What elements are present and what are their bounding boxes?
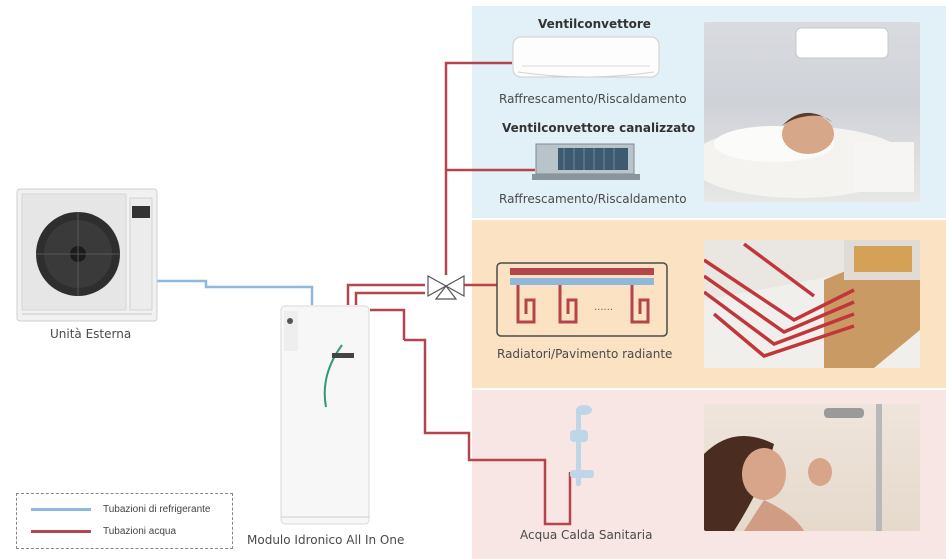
outdoor-unit-icon xyxy=(16,188,158,322)
outdoor-unit-label: Unità Esterna xyxy=(50,327,132,341)
shower-photo xyxy=(704,404,920,531)
fan-coil-subtitle: Raffrescamento/Riscaldamento xyxy=(499,92,687,106)
ducted-fan-coil-subtitle: Raffrescamento/Riscaldamento xyxy=(499,192,687,206)
hydronic-module xyxy=(280,305,370,525)
bedroom-photo xyxy=(704,22,920,202)
hydronic-module-icon xyxy=(280,305,370,525)
water-pipe-main xyxy=(354,291,425,305)
water-pipe-supply xyxy=(346,283,425,305)
svg-text:......: ...... xyxy=(594,302,613,313)
ducted-fan-coil-title: Ventilconvettore canalizzato xyxy=(502,121,696,135)
outdoor-unit xyxy=(16,188,158,322)
radiators-label: Radiatori/Pavimento radiante xyxy=(497,347,673,361)
ducted-fan-coil-unit xyxy=(530,138,642,191)
legend: Tubazioni di refrigerante Tubazioni acqu… xyxy=(16,493,233,549)
water-pipe-module-dhw xyxy=(370,308,406,340)
ducted-fan-coil-icon xyxy=(532,143,640,180)
refrigerant-swatch xyxy=(31,507,91,511)
hot-water-label: Acqua Calda Sanitaria xyxy=(520,528,653,542)
shower-icon xyxy=(562,402,602,490)
underfloor-photo xyxy=(704,240,920,368)
water-swatch xyxy=(31,529,91,533)
radiator-diagram: ...... xyxy=(496,262,668,337)
fan-coil-title: Ventilconvettore xyxy=(538,17,651,31)
legend-refrigerant: Tubazioni di refrigerante xyxy=(31,504,210,515)
refrigerant-pipe xyxy=(155,279,314,305)
wall-fan-coil-icon xyxy=(512,36,660,78)
legend-refrigerant-label: Tubazioni di refrigerante xyxy=(103,504,211,515)
water-pipe-dhw xyxy=(404,338,572,526)
radiator-icon: ...... xyxy=(496,262,668,337)
water-pipe-up xyxy=(444,61,512,275)
hydronic-module-label: Modulo Idronico All In One xyxy=(247,533,405,547)
three-way-valve-icon xyxy=(427,274,465,300)
legend-water-label: Tubazioni acqua xyxy=(103,526,177,537)
fan-coil-unit xyxy=(512,36,660,89)
legend-water: Tubazioni acqua xyxy=(31,526,176,537)
